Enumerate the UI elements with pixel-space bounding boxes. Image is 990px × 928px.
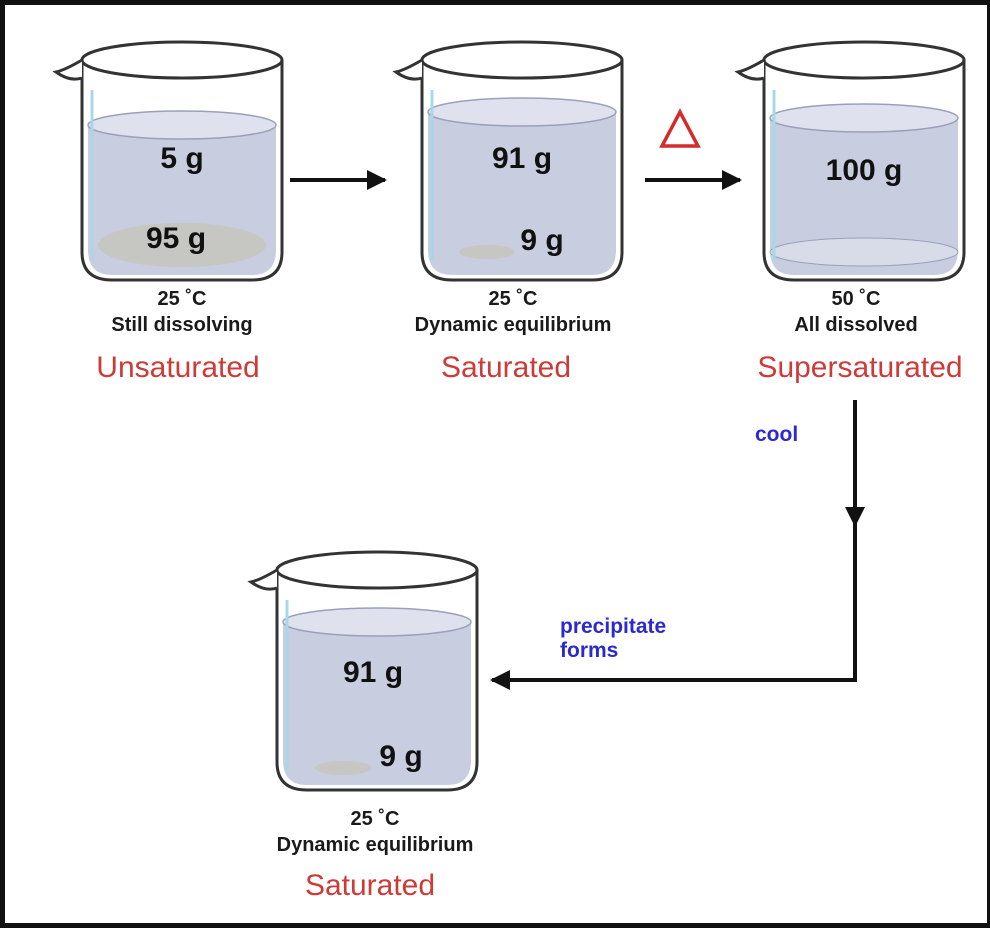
beaker-4-description: Dynamic equilibrium [276,834,474,856]
beaker-2-glass [420,60,624,282]
beaker-1-dissolved-mass: 5 g [160,142,203,175]
beaker-2-liquid [428,112,616,275]
beaker-4-undissolved-mass: 9 g [379,740,422,773]
beaker-4-precipitate [315,761,371,775]
arrow-precipitate [490,522,857,690]
beaker-1: 5 g 95 g [52,40,284,282]
beaker-3-state: Supersaturated [757,351,963,384]
beaker-3-liquid [770,118,958,275]
beaker-3-spout [734,58,765,81]
beaker-3-glass [762,60,966,282]
cool-label: cool [755,423,799,446]
beaker-2: 91 g 9 g [392,40,624,282]
beaker-1-glass [80,60,284,282]
beaker-2-precipitate [459,245,515,259]
beaker-2-state: Saturated [440,351,572,384]
beaker-3-description: All dissolved [794,314,918,336]
beaker-4: 91 g 9 g [247,550,479,792]
triangle-delta-icon [659,108,701,148]
beaker-1-undissolved-mass: 95 g [146,222,206,255]
beaker-4-liquid [283,622,471,785]
beaker-1-precipitate [98,223,266,267]
precipitate-label-line2: forms [560,639,619,662]
beaker-1-spout [52,58,83,81]
beaker-3-dissolved-mass: 100 g [826,154,903,187]
beaker-2-dissolved-mass: 91 g [492,142,552,175]
beaker-4-temperature: 25 ˚C [350,808,400,830]
beaker-2-description: Dynamic equilibrium [414,314,612,336]
beaker-1-state: Unsaturated [96,351,260,384]
beaker-4-spout [247,568,278,591]
beaker-2-spout [392,58,423,81]
beaker-4-state: Saturated [304,869,436,902]
beaker-1-description: Still dissolving [111,314,253,336]
beaker-3: 100 g [734,40,966,282]
beaker-2-undissolved-mass: 9 g [520,224,563,257]
beaker-3-temperature: 50 ˚C [831,288,881,310]
beaker-1-temperature: 25 ˚C [157,288,207,310]
beaker-4-dissolved-mass: 91 g [343,656,403,689]
beaker-4-glass [275,570,479,792]
beaker-2-temperature: 25 ˚C [488,288,538,310]
precipitate-label-line1: precipitate [560,615,667,638]
